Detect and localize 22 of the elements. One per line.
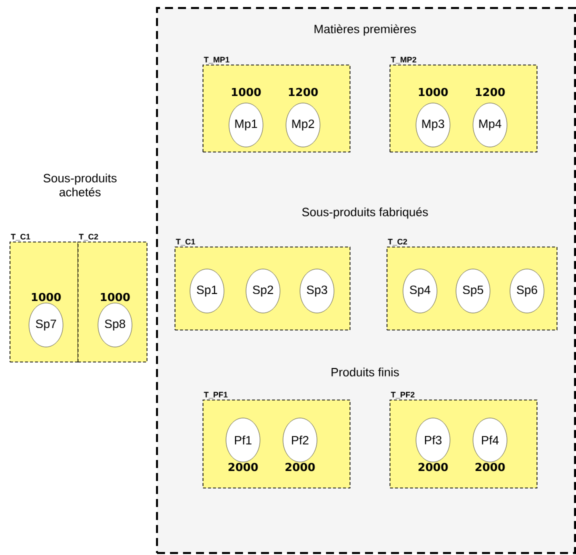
section-heading: Matières premières <box>314 24 416 36</box>
group-heading: Sous-produits achetés <box>44 174 117 196</box>
section-heading: Sous-produits fabriqués <box>302 207 428 219</box>
quantity-label: 1200 <box>476 88 505 96</box>
quantity-label: 2000 <box>228 462 258 472</box>
quantity-label: 2000 <box>476 462 505 472</box>
quantity-label: 1200 <box>288 88 318 96</box>
quantity-label: 1000 <box>32 292 61 302</box>
node-label: T_MP1 <box>204 56 230 64</box>
quantity-label: 1000 <box>232 88 261 96</box>
node-label: T_C1 <box>176 238 196 246</box>
node-label: T_C2 <box>78 234 98 240</box>
node-label: T_PF2 <box>390 392 414 398</box>
node-label: T_C2 <box>388 238 408 246</box>
section-heading: Produits finis <box>332 368 399 376</box>
quantity-label: 2000 <box>418 462 448 472</box>
quantity-label: 1000 <box>100 292 130 302</box>
node-label: T_C1 <box>10 234 30 240</box>
node-label: T_PF1 <box>204 392 228 398</box>
quantity-label: 2000 <box>286 462 315 472</box>
node-label: T_MP2 <box>390 56 416 64</box>
quantity-label: 1000 <box>418 88 448 96</box>
